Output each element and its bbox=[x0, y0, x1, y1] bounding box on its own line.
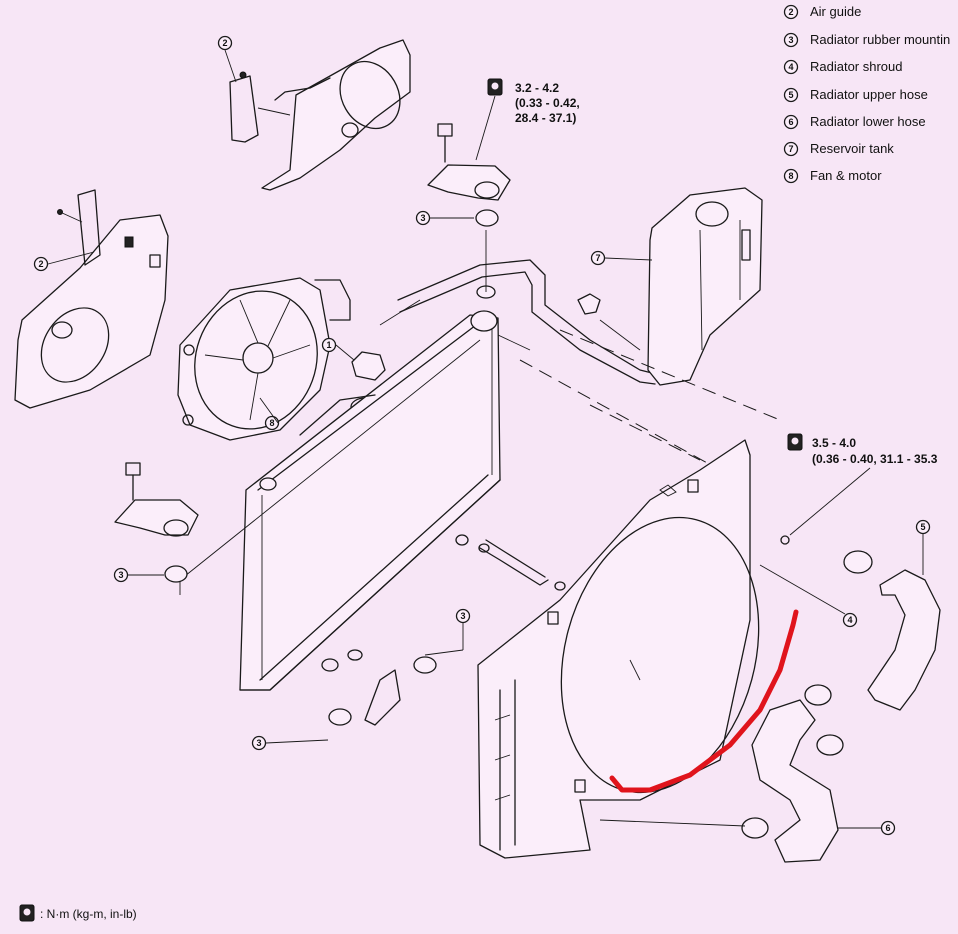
legend-label: Fan & motor bbox=[810, 168, 882, 183]
upper-bracket: 3 bbox=[415, 123, 511, 227]
svg-text:3: 3 bbox=[256, 738, 261, 748]
torque-value: 3.2 - 4.2 bbox=[515, 81, 559, 95]
upper-hose: 5 bbox=[843, 519, 941, 711]
legend-item-5: 5 Radiator upper hose bbox=[783, 87, 928, 103]
svg-text:8: 8 bbox=[269, 418, 274, 428]
callout-circle bbox=[783, 141, 799, 157]
air-guide-left: 2 bbox=[14, 189, 169, 409]
callout-3-mid bbox=[455, 608, 471, 624]
legend-item-4: 4 Radiator shroud bbox=[783, 59, 903, 75]
legend-item-6: 6 Radiator lower hose bbox=[783, 114, 926, 130]
callout-5 bbox=[915, 519, 931, 535]
legend-num: 5 bbox=[788, 90, 793, 100]
callout-1 bbox=[321, 337, 337, 353]
legend-num: 3 bbox=[788, 35, 793, 45]
leader-line bbox=[789, 467, 871, 536]
svg-text:6: 6 bbox=[885, 823, 890, 833]
lower-hose: 6 bbox=[599, 684, 896, 863]
svg-text:4: 4 bbox=[847, 615, 852, 625]
svg-text:2: 2 bbox=[222, 38, 227, 48]
callout-3-top bbox=[415, 210, 431, 226]
legend-num: 2 bbox=[788, 7, 793, 17]
radiator-shroud: 4 bbox=[477, 439, 858, 859]
reservoir-tank: 7 bbox=[590, 187, 763, 386]
svg-text:3: 3 bbox=[118, 570, 123, 580]
wrench-icon-hole bbox=[23, 908, 31, 916]
legend-label: Radiator rubber mountin bbox=[810, 32, 950, 47]
callout-7 bbox=[590, 250, 606, 266]
reservoir-hose bbox=[397, 259, 661, 385]
legend-label: Radiator shroud bbox=[810, 59, 903, 74]
legend-label: Radiator lower hose bbox=[810, 114, 926, 129]
wrench-icon-hole bbox=[491, 82, 499, 90]
legend-item-2: 2 Air guide bbox=[783, 4, 861, 20]
torque-spec-lower: 3.5 - 4.0 (0.36 - 0.40, 31.1 - 35.3 bbox=[787, 433, 938, 536]
air-guide-top: 2 bbox=[217, 35, 411, 191]
legend-label: Air guide bbox=[810, 4, 861, 19]
torque-spec-upper: 3.2 - 4.2 (0.33 - 0.42, 28.4 - 37.1) bbox=[475, 78, 580, 161]
radiator-core bbox=[179, 230, 531, 691]
callout-2-left bbox=[33, 256, 49, 272]
callout-circle bbox=[783, 168, 799, 184]
callout-circle bbox=[783, 87, 799, 103]
callout-3-bottom bbox=[251, 735, 267, 751]
legend-item-7: 7 Reservoir tank bbox=[783, 141, 894, 157]
legend-label: Reservoir tank bbox=[810, 141, 894, 156]
callout-6 bbox=[880, 820, 896, 836]
highlight-mark bbox=[609, 609, 799, 793]
leader-line bbox=[475, 95, 496, 161]
fan-motor: 8 bbox=[177, 277, 351, 441]
legend-num: 6 bbox=[788, 117, 793, 127]
left-bracket: 3 bbox=[113, 462, 199, 583]
callout-circle bbox=[783, 32, 799, 48]
callout-2-top bbox=[217, 35, 233, 51]
callout-circle bbox=[783, 59, 799, 75]
callout-4 bbox=[842, 612, 858, 628]
legend-num: 8 bbox=[788, 171, 793, 181]
lower-fittings: 3 3 bbox=[251, 534, 566, 751]
wrench-icon-hole bbox=[791, 437, 799, 445]
callout-circle bbox=[783, 114, 799, 130]
torque-value: (0.36 - 0.40, 31.1 - 35.3 bbox=[812, 452, 938, 466]
torque-value: (0.33 - 0.42, bbox=[515, 96, 580, 110]
legend-item-8: 8 Fan & motor bbox=[783, 168, 882, 184]
torque-value: 28.4 - 37.1) bbox=[515, 111, 576, 125]
legend-label: Radiator upper hose bbox=[810, 87, 928, 102]
svg-text:2: 2 bbox=[38, 259, 43, 269]
legend-num: 7 bbox=[788, 144, 793, 154]
svg-text:3: 3 bbox=[460, 611, 465, 621]
svg-text:1: 1 bbox=[326, 340, 331, 350]
callout-circle bbox=[783, 4, 799, 20]
callout-3-left bbox=[113, 567, 129, 583]
legend-num: 4 bbox=[788, 62, 793, 72]
footnote-text: : N·m (kg-m, in-lb) bbox=[40, 907, 137, 921]
legend-item-3: 3 Radiator rubber mountin bbox=[783, 32, 950, 48]
alignment-lines bbox=[519, 329, 781, 471]
legend: 2 Air guide 3 Radiator rubber mountin 4 … bbox=[783, 4, 950, 184]
footnote: : N·m (kg-m, in-lb) bbox=[19, 904, 137, 922]
svg-text:5: 5 bbox=[920, 522, 925, 532]
torque-value: 3.5 - 4.0 bbox=[812, 436, 856, 450]
svg-text:7: 7 bbox=[595, 253, 600, 263]
svg-text:3: 3 bbox=[420, 213, 425, 223]
